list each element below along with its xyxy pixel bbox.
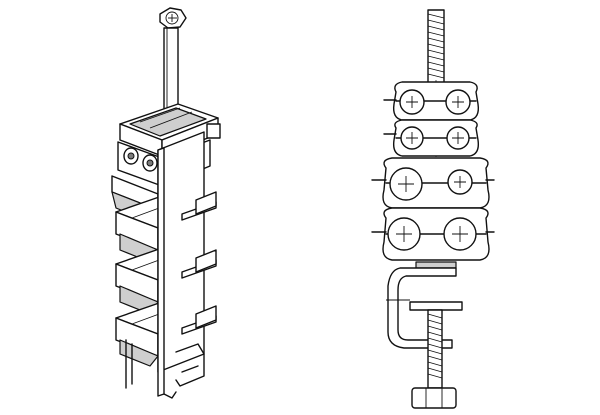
front-threaded-rod-bottom: [411, 309, 457, 409]
front-threaded-rod-top: [427, 9, 445, 85]
front-c-clamp: [386, 261, 463, 349]
isometric-hanger-bar: [157, 131, 217, 399]
front-view: [371, 9, 495, 409]
front-block-2: [383, 119, 480, 157]
front-block-1: [383, 81, 480, 121]
isometric-threaded-rod: [159, 7, 187, 121]
isometric-view: [111, 7, 221, 399]
front-block-4: [371, 207, 495, 261]
front-block-3: [371, 157, 495, 209]
